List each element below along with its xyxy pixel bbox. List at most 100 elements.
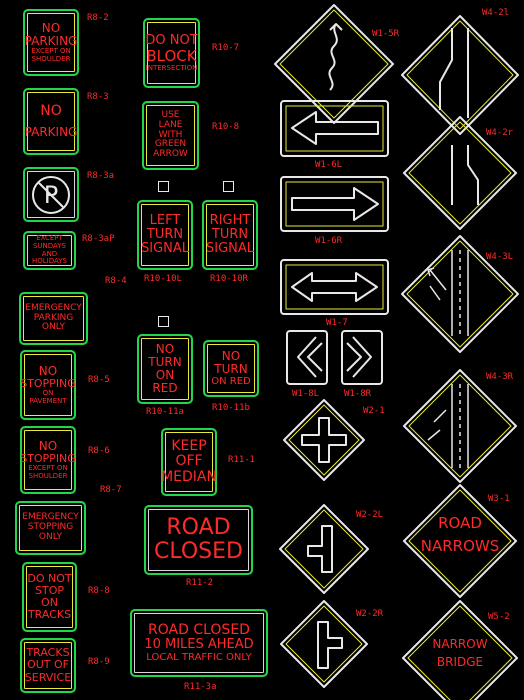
r10-10l-line2: TURN (146, 226, 184, 242)
sign-r8-8: DO NOT STOP ON TRACKS (22, 562, 77, 632)
label-r8-4: R8-4 (105, 276, 127, 286)
r10-10r-line2: TURN (211, 226, 249, 242)
label-r10-11b: R10-11b (212, 403, 250, 413)
r11-3a-line2: 10 MILES AHEAD (144, 637, 254, 653)
r8-3ap-line1: EXCEPT (36, 234, 63, 243)
sign-r10-11b: NO TURN ON RED (203, 340, 259, 397)
r8-2-line1: NO (41, 20, 61, 35)
label-r8-7: R8-7 (100, 485, 122, 495)
r8-5-line4: PAVEMENT (29, 396, 67, 405)
r11-1-line1: KEEP (171, 437, 207, 454)
label-r8-3: R8-3 (87, 92, 109, 102)
r8-7-line1: EMERGENCY (22, 512, 79, 523)
label-w5-2: W5-2 (488, 612, 510, 622)
label-r8-9: R8-9 (88, 657, 110, 667)
sign-r10-8: USE LANE WITH GREEN ARROW (142, 101, 199, 170)
sign-r10-7: DO NOT BLOCK INTERSECTION (143, 18, 200, 88)
label-w1-8r: W1-8R (344, 389, 372, 399)
r10-10r-line3: SIGNAL (205, 241, 255, 257)
r10-10l-line1: LEFT (149, 212, 181, 228)
r11-2-line2: CLOSED (154, 539, 243, 564)
r10-7-line1: DO NOT (145, 32, 198, 48)
r10-11a-line4: RED (152, 381, 178, 396)
label-w4-3l: W4-3L (486, 252, 514, 262)
r8-6-line4: SHOULDER (28, 471, 68, 480)
r11-1-line3: MEDIAN (161, 468, 217, 485)
r8-8-line4: TRACKS (27, 608, 72, 622)
r8-8-line3: ON (41, 596, 58, 609)
label-r10-8: R10-8 (212, 122, 240, 132)
w5-2-line2: BRIDGE (437, 655, 483, 669)
label-r8-5: R8-5 (88, 375, 110, 385)
label-w4-2r: W4-2r (486, 128, 514, 138)
r10-11b-line3: ON RED (211, 376, 251, 388)
r8-2-line3: EXCEPT ON (31, 47, 71, 55)
label-w2-2l: W2-2L (356, 510, 384, 520)
label-w1-7: W1-7 (326, 318, 348, 328)
r8-7-line2: STOPPING (27, 522, 74, 533)
r10-7-line3: INTERSECTION (145, 63, 198, 72)
r8-8-line1: DO NOT (27, 571, 72, 585)
sign-w3-1 (403, 484, 517, 598)
r8-5-line1: NO (38, 363, 58, 378)
arrow-left-icon (291, 111, 379, 145)
r8-8-line2: STOP (35, 583, 64, 597)
sign-w4-2l (401, 15, 519, 135)
merge-left-icon (427, 250, 469, 336)
r8-9-line3: SERVICE (24, 670, 72, 684)
sign-w4-3r (403, 369, 517, 483)
r10-11a-line3: ON (155, 368, 175, 382)
sign-w4-2r (403, 116, 517, 230)
sign-r10-10r: RIGHT TURN SIGNAL (202, 200, 258, 270)
sign-w5-2 (402, 600, 518, 700)
r8-2-line4: SHOULDER (31, 54, 71, 63)
r10-11a-line2: TURN (148, 354, 182, 369)
signal-lamp-r10-11a (158, 316, 169, 327)
label-r10-10l: R10-10L (144, 274, 182, 284)
side-road-left-icon (307, 525, 333, 573)
r10-10r-line1: RIGHT (209, 212, 251, 228)
sign-r8-9: TRACKS OUT OF SERVICE (20, 638, 76, 693)
sign-r8-5: NO STOPPING ON PAVEMENT (20, 350, 76, 420)
sign-r8-2: NO PARKING EXCEPT ON SHOULDER (23, 9, 79, 76)
r11-2-line1: ROAD (166, 514, 231, 540)
sign-w1-6r (280, 176, 389, 232)
label-r8-3ap: R8-3aP (82, 234, 115, 244)
r10-7-line2: BLOCK (146, 47, 197, 66)
crossroad-icon (301, 417, 347, 463)
sign-r11-2: ROAD CLOSED (144, 505, 253, 575)
sign-r8-3ap: EXCEPT SUNDAYS AND HOLIDAYS (23, 231, 76, 270)
label-w2-1: W2-1 (363, 406, 385, 416)
label-w1-6l: W1-6L (315, 160, 343, 170)
lane-reduction-right-icon (451, 145, 479, 205)
label-r10-7: R10-7 (212, 43, 240, 53)
sign-w1-7 (280, 259, 389, 315)
r8-3-line2: PARKING (24, 124, 78, 139)
sign-w1-5r (274, 4, 394, 124)
arrow-right-icon (291, 187, 379, 221)
r11-3a-line1: ROAD CLOSED (148, 621, 250, 638)
w5-2-line1: NARROW (432, 637, 487, 651)
sign-r8-6: NO STOPPING EXCEPT ON SHOULDER (20, 426, 76, 494)
w3-1-line1: ROAD (438, 514, 482, 532)
side-road-right-icon (317, 621, 343, 669)
label-r8-2: R8-2 (87, 13, 109, 23)
chevron-right-icon (346, 336, 372, 378)
label-r10-10r: R10-10R (210, 274, 248, 284)
sign-r8-4: EMERGENCY PARKING ONLY (19, 292, 88, 345)
sign-w1-8l (286, 330, 328, 385)
sign-r8-3a: P (23, 167, 79, 222)
label-r11-1: R11-1 (228, 455, 256, 465)
r8-6-line1: NO (38, 438, 58, 453)
label-r8-3a: R8-3a (87, 171, 115, 181)
label-w3-1: W3-1 (488, 494, 510, 504)
r8-2-line2: PARKING (24, 33, 78, 48)
r11-1-line2: OFF (175, 453, 203, 470)
r8-4-line1: EMERGENCY (25, 302, 82, 313)
label-r10-11a: R10-11a (146, 407, 184, 417)
label-w2-2r: W2-2R (356, 609, 384, 619)
r8-9-line2: OUT OF (27, 658, 69, 672)
r10-8-line2: LANE (158, 119, 183, 130)
sign-r10-11a: NO TURN ON RED (137, 334, 193, 404)
sign-w4-3l (401, 235, 519, 353)
